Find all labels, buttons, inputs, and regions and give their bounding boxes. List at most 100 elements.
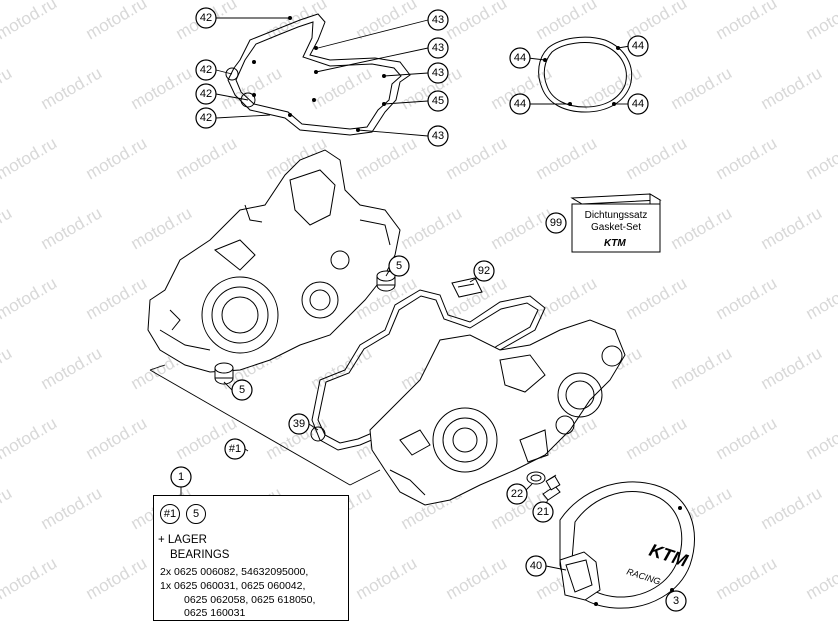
legend-title-en: BEARINGS <box>170 549 229 561</box>
watermark-layer: motod.ru motod.ru motod.ru motod.ru motod.ru… <box>0 0 838 603</box>
callout-92[interactable]: 92 <box>474 261 494 281</box>
legend-line-4: 0625 160031 <box>184 607 245 619</box>
crankcase-gasket-top <box>226 14 410 135</box>
gasket-set-brand: KTM <box>604 238 626 249</box>
ignition-cover: KTM RACING <box>560 482 695 608</box>
watermark-text: motod.ru <box>443 0 511 43</box>
callout-3[interactable]: 3 <box>666 591 686 611</box>
callout-22[interactable]: 22 <box>507 484 527 504</box>
svg-text:44: 44 <box>514 98 526 110</box>
legend-line-1: 2x 0625 006082, 54632095000, <box>160 566 308 578</box>
svg-text:5: 5 <box>396 260 402 272</box>
watermark-text: motod.ru <box>713 413 781 463</box>
watermark-text: motod.ru <box>668 203 736 253</box>
watermark-text: motod.ru <box>38 343 106 393</box>
watermark-text: motod.ru <box>353 553 421 603</box>
watermark-text: motod.ru <box>668 343 736 393</box>
watermark-text: motod.ru <box>83 413 151 463</box>
watermark-text: motod.ru <box>803 413 838 463</box>
svg-text:43: 43 <box>432 67 444 79</box>
callout-43-d[interactable]: 43 <box>428 126 448 146</box>
watermark-text: motod.ru <box>83 553 151 603</box>
callout-1[interactable]: 1 <box>171 467 191 487</box>
svg-text:44: 44 <box>632 40 644 52</box>
watermark-text: motod.ru <box>0 553 60 603</box>
legend-title-de: + LAGER <box>158 534 207 546</box>
watermark-text: motod.ru <box>38 483 106 533</box>
legend-qty-callout: 5 <box>186 504 206 524</box>
callout-21[interactable]: 21 <box>533 502 553 522</box>
watermark-text: motod.ru <box>623 273 691 323</box>
svg-text:22: 22 <box>511 488 523 500</box>
callout-45[interactable]: 45 <box>428 91 448 111</box>
callout-44-b[interactable]: 44 <box>628 36 648 56</box>
watermark-text: motod.ru <box>758 343 826 393</box>
callout-44-c[interactable]: 44 <box>510 94 530 114</box>
watermark-text: motod.ru <box>38 203 106 253</box>
gasket-set-de-label: Dichtungssatz <box>585 210 648 221</box>
svg-text:42: 42 <box>200 88 212 100</box>
watermark-text: motod.ru <box>0 483 15 533</box>
watermark-text: motod.ru <box>668 63 736 113</box>
watermark-text: motod.ru <box>398 203 466 253</box>
watermark-text: motod.ru <box>0 63 15 113</box>
watermark-text: motod.ru <box>758 483 826 533</box>
svg-text:3: 3 <box>673 595 679 607</box>
legend-ref-callout: #1 <box>160 504 180 524</box>
watermark-text: motod.ru <box>0 0 60 43</box>
watermark-text: motod.ru <box>533 273 601 323</box>
svg-text:#1: #1 <box>229 443 241 455</box>
svg-text:44: 44 <box>514 52 526 64</box>
svg-text:43: 43 <box>432 42 444 54</box>
callout-42-a[interactable]: 42 <box>196 8 216 28</box>
watermark-text: motod.ru <box>83 273 151 323</box>
watermark-text: motod.ru <box>443 133 511 183</box>
callout-42-c[interactable]: 42 <box>196 84 216 104</box>
bearing-left <box>215 363 233 384</box>
bearing-legend-box: #1 5 + LAGER BEARINGS 2x 0625 006082, 54… <box>153 495 349 621</box>
callout-39[interactable]: 39 <box>289 414 309 434</box>
svg-text:43: 43 <box>432 14 444 26</box>
o-ring-22 <box>527 472 545 484</box>
callout-44-d[interactable]: 44 <box>628 94 648 114</box>
svg-text:92: 92 <box>478 265 490 277</box>
watermark-text: motod.ru <box>128 203 196 253</box>
callout-99[interactable]: 99 <box>546 213 566 233</box>
callout-5-right[interactable]: 5 <box>389 256 409 276</box>
legend-line-2: 1x 0625 060031, 0625 060042, <box>160 580 305 592</box>
callout-43-b[interactable]: 43 <box>428 38 448 58</box>
svg-text:42: 42 <box>200 12 212 24</box>
callout-43-a[interactable]: 43 <box>428 10 448 30</box>
svg-text:39: 39 <box>293 418 305 430</box>
watermark-text: motod.ru <box>0 343 15 393</box>
svg-text:1: 1 <box>178 471 184 483</box>
watermark-text: motod.ru <box>0 413 60 463</box>
callout-assembly-1[interactable]: #1 <box>225 439 245 459</box>
svg-text:99: 99 <box>550 217 562 229</box>
legend-line-3: 0625 062058, 0625 618050, <box>184 594 315 606</box>
svg-text:42: 42 <box>200 112 212 124</box>
callout-42-d[interactable]: 42 <box>196 108 216 128</box>
watermark-text: motod.ru <box>128 63 196 113</box>
gasket-set-box: Dichtungssatz Gasket-Set KTM <box>572 194 660 252</box>
watermark-text: motod.ru <box>623 413 691 463</box>
svg-text:5: 5 <box>239 384 245 396</box>
callout-5-left[interactable]: 5 <box>232 380 252 400</box>
watermark-text: motod.ru <box>533 133 601 183</box>
callout-42-b[interactable]: 42 <box>196 60 216 80</box>
watermark-text: motod.ru <box>758 203 826 253</box>
watermark-text: motod.ru <box>803 133 838 183</box>
callout-40[interactable]: 40 <box>526 556 546 576</box>
watermark-text: motod.ru <box>0 133 60 183</box>
callout-44-a[interactable]: 44 <box>510 48 530 68</box>
svg-text:45: 45 <box>432 95 444 107</box>
svg-text:43: 43 <box>432 130 444 142</box>
crankcase-right-half <box>370 320 625 505</box>
watermark-text: motod.ru <box>488 203 556 253</box>
watermark-text: motod.ru <box>713 553 781 603</box>
watermark-text: motod.ru <box>0 273 60 323</box>
callout-43-c[interactable]: 43 <box>428 63 448 83</box>
watermark-text: motod.ru <box>443 553 511 603</box>
watermark-text: motod.ru <box>353 133 421 183</box>
